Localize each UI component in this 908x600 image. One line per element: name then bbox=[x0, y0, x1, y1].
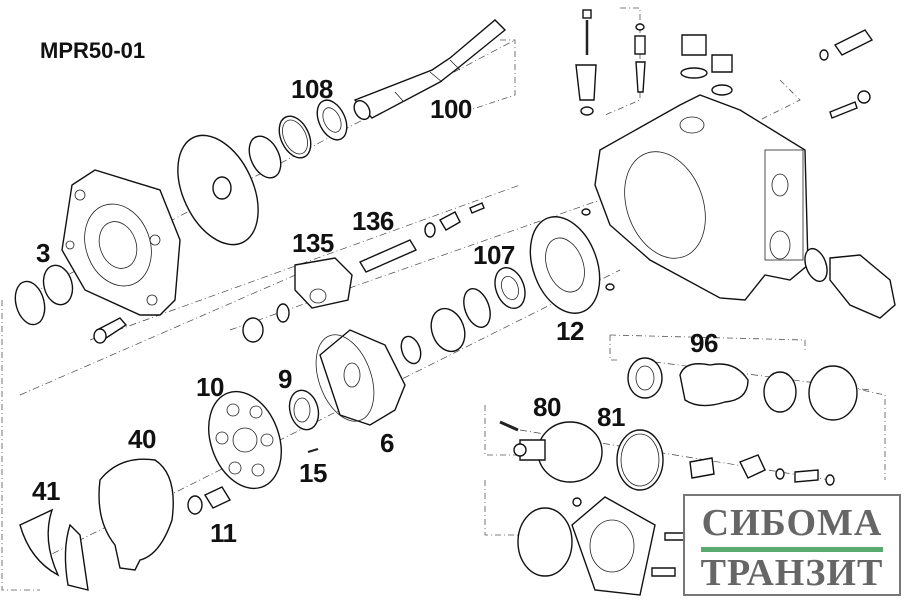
callout-80: 80 bbox=[533, 392, 561, 422]
part-spring-group-96 bbox=[627, 357, 858, 421]
part-cover-plate bbox=[517, 496, 686, 596]
callout-100: 100 bbox=[430, 94, 472, 124]
part-valve-plate-12 bbox=[529, 216, 601, 314]
callout-11: 11 bbox=[210, 518, 237, 548]
part-pressure-plug bbox=[804, 247, 896, 319]
callout-136: 136 bbox=[352, 206, 394, 236]
callout-40: 40 bbox=[128, 424, 156, 454]
part-piston-11 bbox=[187, 486, 232, 515]
callout-41: 41 bbox=[32, 476, 60, 506]
part-solenoid-135 bbox=[294, 257, 353, 309]
part-small-seals bbox=[242, 202, 485, 343]
callout-135: 135 bbox=[292, 228, 334, 258]
callout-108: 108 bbox=[291, 74, 333, 104]
part-fittings-right bbox=[819, 29, 874, 119]
part-plugs-top bbox=[680, 34, 733, 96]
part-pin-15 bbox=[307, 448, 319, 453]
callout-81: 81 bbox=[597, 402, 625, 432]
callout-10: 10 bbox=[196, 372, 224, 402]
callout-3: 3 bbox=[36, 238, 50, 268]
part-cradle-41 bbox=[19, 508, 89, 591]
part-bolt bbox=[93, 317, 128, 344]
part-bearing-108 bbox=[316, 99, 348, 141]
part-retainer-plate-10 bbox=[208, 390, 282, 490]
callout-6: 6 bbox=[380, 428, 394, 458]
logo-line-2: ТРАНЗИТ bbox=[700, 552, 884, 594]
callout-96: 96 bbox=[690, 328, 718, 358]
callout-9: 9 bbox=[278, 364, 292, 394]
part-swash-plate-40 bbox=[98, 458, 174, 571]
part-control-piston-80 bbox=[499, 420, 603, 483]
part-housing-dowels bbox=[581, 208, 615, 291]
part-seal-81 bbox=[616, 429, 664, 491]
callout-107: 107 bbox=[473, 240, 515, 270]
watermark-logo: СИБОМА ТРАНЗИТ bbox=[683, 494, 901, 596]
part-adjuster-fittings bbox=[689, 454, 835, 486]
part-spring-assembly bbox=[400, 288, 491, 365]
part-seal-rings-3 bbox=[14, 264, 74, 326]
diagram-title: MPR50-01 bbox=[40, 38, 146, 63]
logo-line-1: СИБОМА bbox=[701, 502, 883, 544]
callout-15: 15 bbox=[299, 458, 327, 488]
part-gasket-disc bbox=[177, 134, 259, 246]
callout-12: 12 bbox=[556, 316, 584, 346]
part-shaft-100 bbox=[353, 19, 507, 121]
part-ring-9 bbox=[288, 389, 320, 431]
logo-accent-bar bbox=[701, 547, 883, 552]
part-rings-upper bbox=[248, 115, 312, 179]
part-pump-housing bbox=[594, 94, 809, 301]
part-cylinder-block-6 bbox=[315, 329, 406, 426]
part-valve-cartridges bbox=[575, 9, 646, 116]
part-pin-136 bbox=[358, 239, 418, 273]
part-front-flange bbox=[61, 169, 181, 316]
part-bearing-107 bbox=[494, 266, 526, 310]
